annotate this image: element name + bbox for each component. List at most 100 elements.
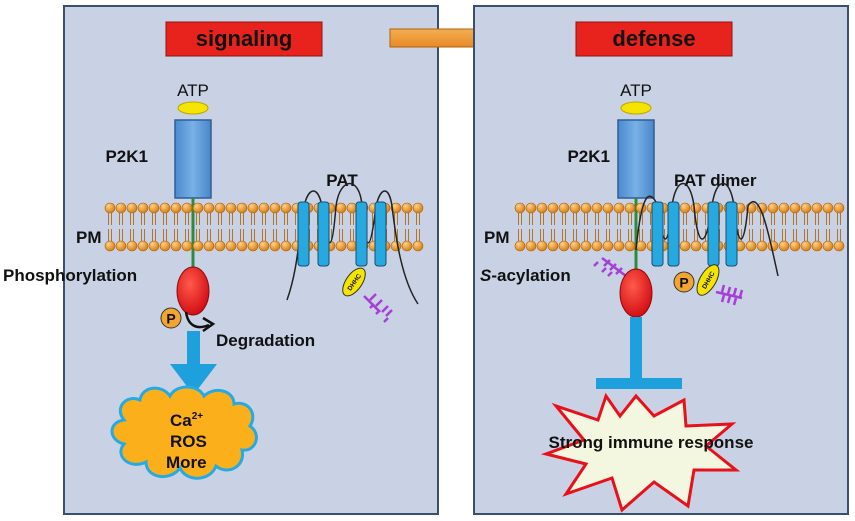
right-inhibition-bar [596, 378, 682, 389]
right-membrane-lipid-tail [562, 229, 566, 241]
right-membrane-lipid-tail [628, 229, 632, 241]
left-membrane-lipid-tail [240, 213, 244, 225]
right-membrane-lipid-tail [518, 213, 522, 225]
right-inhibition-stem [630, 317, 642, 379]
left-membrane-lipid-tail [273, 213, 277, 225]
right-membrane-lipid-head [833, 240, 845, 252]
left-membrane-lipid-tail [218, 229, 222, 241]
right-membrane-lipid-head [767, 240, 779, 252]
right-pat-helix-3 [707, 201, 720, 267]
left-membrane-lipid-head [115, 240, 127, 252]
right-membrane-lipid-head [690, 202, 702, 214]
left-membrane-lipid-head [159, 240, 171, 252]
right-membrane-lipid-head [822, 240, 834, 252]
right-membrane-lipid-head [591, 240, 603, 252]
left-membrane-lipid-tail [130, 213, 134, 225]
right-response-burst [540, 392, 741, 513]
left-membrane-lipid-tail [185, 213, 189, 225]
left-lipid-anchor [363, 293, 393, 323]
right-membrane-lipid-tail [617, 229, 621, 241]
right-membrane-lipid-tail [782, 213, 786, 225]
left-membrane-lipid-tail [350, 213, 354, 225]
left-membrane-lipid-tail [284, 213, 288, 225]
left-membrane-lipid-tail [207, 229, 211, 241]
left-membrane-lipid-head [280, 202, 292, 214]
right-pat-helix-2 [667, 201, 680, 267]
right-membrane-lipid-head [525, 202, 537, 214]
right-membrane-lipid-head [514, 240, 526, 252]
right-membrane-lipid-tail [529, 213, 533, 225]
left-membrane-lipid-head [181, 240, 193, 252]
left-membrane-lipid-tail [119, 229, 123, 241]
right-membrane-lipid-tail [639, 229, 643, 241]
left-dhhc-domain: DHHC [342, 267, 366, 297]
right-membrane-lipid-head [613, 202, 625, 214]
right-membrane-lipid-tail [584, 213, 588, 225]
right-response-label: Strong immune response [549, 433, 754, 452]
right-membrane-lipid-tail [804, 229, 808, 241]
right-pat-helices [651, 201, 738, 267]
right-membrane-lipid-tail [683, 213, 687, 225]
right-membrane-lipid-head [558, 202, 570, 214]
left-membrane-lipid-tail [251, 229, 255, 241]
right-membrane-lipid-tail [793, 213, 797, 225]
left-membrane-lipid-head [269, 240, 281, 252]
right-pat-helix-4 [725, 201, 738, 267]
left-membrane-lipid-head [137, 240, 149, 252]
right-panel: defense ATP P2K1 PM PAT dimer P DHHC S-a… [473, 5, 849, 515]
right-membrane-lipid-tail [749, 229, 753, 241]
right-membrane-lipid-head [789, 202, 801, 214]
left-pat-label: PAT [326, 171, 358, 190]
left-membrane-lipid-tail [339, 213, 343, 225]
right-membrane-lipid-tail [771, 229, 775, 241]
left-membrane-lipid-head [401, 240, 413, 252]
left-membrane-lipid-head [280, 240, 292, 252]
right-membrane-lipid-tail [606, 229, 610, 241]
right-membrane-lipid-tail [826, 229, 830, 241]
right-membrane-lipid-tail [738, 213, 742, 225]
left-membrane-lipid-tail [284, 229, 288, 241]
right-membrane-lipid-head [536, 240, 548, 252]
right-membrane-lipid-head [624, 202, 636, 214]
right-membrane-lipid-head [569, 240, 581, 252]
left-membrane-lipid-tail [108, 229, 112, 241]
right-membrane-lipid-head [613, 240, 625, 252]
left-membrane-lipid-tail [119, 213, 123, 225]
left-membrane-lipid-head [170, 240, 182, 252]
left-membrane-lipid-head [115, 202, 127, 214]
left-pat-helix-2 [317, 201, 330, 267]
left-membrane-lipid-tail [207, 213, 211, 225]
left-receptor-label: P2K1 [105, 147, 148, 166]
left-signal-arrowhead [170, 364, 217, 395]
left-membrane-lipid-tail [416, 213, 420, 225]
left-membrane-lipid-head [181, 202, 193, 214]
right-membrane-lipid-tail [617, 213, 621, 225]
left-membrane-lipid-tail [174, 213, 178, 225]
left-membrane-lipid-head [247, 202, 259, 214]
right-receptor [617, 119, 655, 199]
right-membrane-lipid-tail [584, 229, 588, 241]
right-title-box [575, 21, 733, 57]
left-membrane-lipid-head [192, 240, 204, 252]
right-membrane-lipid-head [536, 202, 548, 214]
right-membrane-lipid-head [756, 240, 768, 252]
right-membrane-lipid-tail [628, 213, 632, 225]
left-membrane-lipid-head [159, 202, 171, 214]
left-membrane-lipid-head [104, 202, 116, 214]
right-membrane-lipid-tail [815, 213, 819, 225]
right-modification-label: S-acylation [480, 266, 571, 285]
left-membrane-lipid-head [137, 202, 149, 214]
right-atp-label: ATP [620, 81, 652, 100]
left-membrane-lipid-tail [416, 229, 420, 241]
left-membrane-lipid-head [148, 202, 160, 214]
right-membrane-lipid-tail [782, 229, 786, 241]
right-membrane-lipid-head [745, 240, 757, 252]
left-membrane-lipid-tail [185, 229, 189, 241]
right-membrane-lipid-tail [573, 213, 577, 225]
left-membrane-lipid-head [192, 202, 204, 214]
right-pat-lipid-anchor [715, 284, 744, 306]
left-membrane-lipid-head [126, 240, 138, 252]
left-membrane-lipid-tail [152, 229, 156, 241]
right-membrane-lipid-tail [540, 213, 544, 225]
left-membrane-lipid-head [335, 202, 347, 214]
